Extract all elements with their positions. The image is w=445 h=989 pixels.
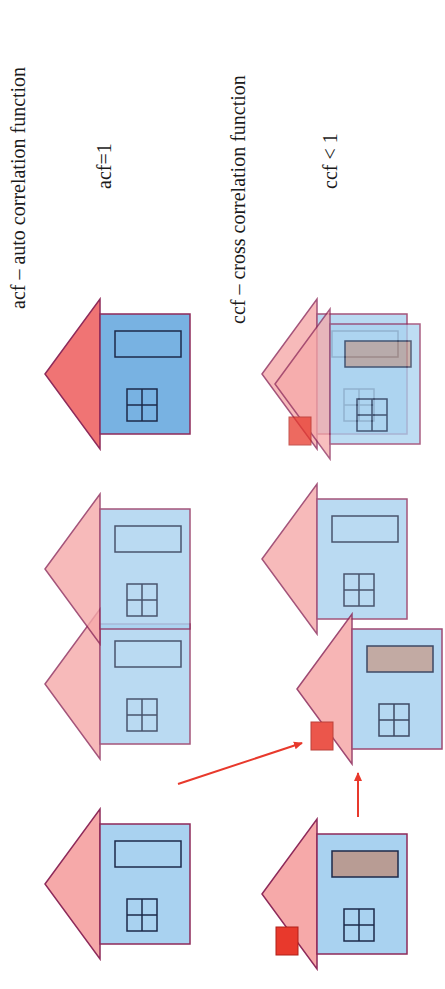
- house-with-chimney: [275, 309, 420, 459]
- heading-label: acf – auto correlation function: [6, 67, 30, 309]
- value-label: acf=1: [92, 143, 116, 189]
- house-with-chimney: [297, 614, 442, 764]
- house-overlap: [45, 299, 190, 449]
- house: [45, 494, 190, 644]
- shift-arrow: [178, 743, 302, 784]
- house: [45, 809, 190, 959]
- value-label: ccf < 1: [318, 133, 342, 189]
- shift-arrow: [357, 773, 359, 817]
- house: [45, 609, 190, 759]
- house: [262, 484, 407, 634]
- heading-label: ccf – cross correlation function: [226, 75, 250, 324]
- house-with-chimney: [262, 819, 407, 969]
